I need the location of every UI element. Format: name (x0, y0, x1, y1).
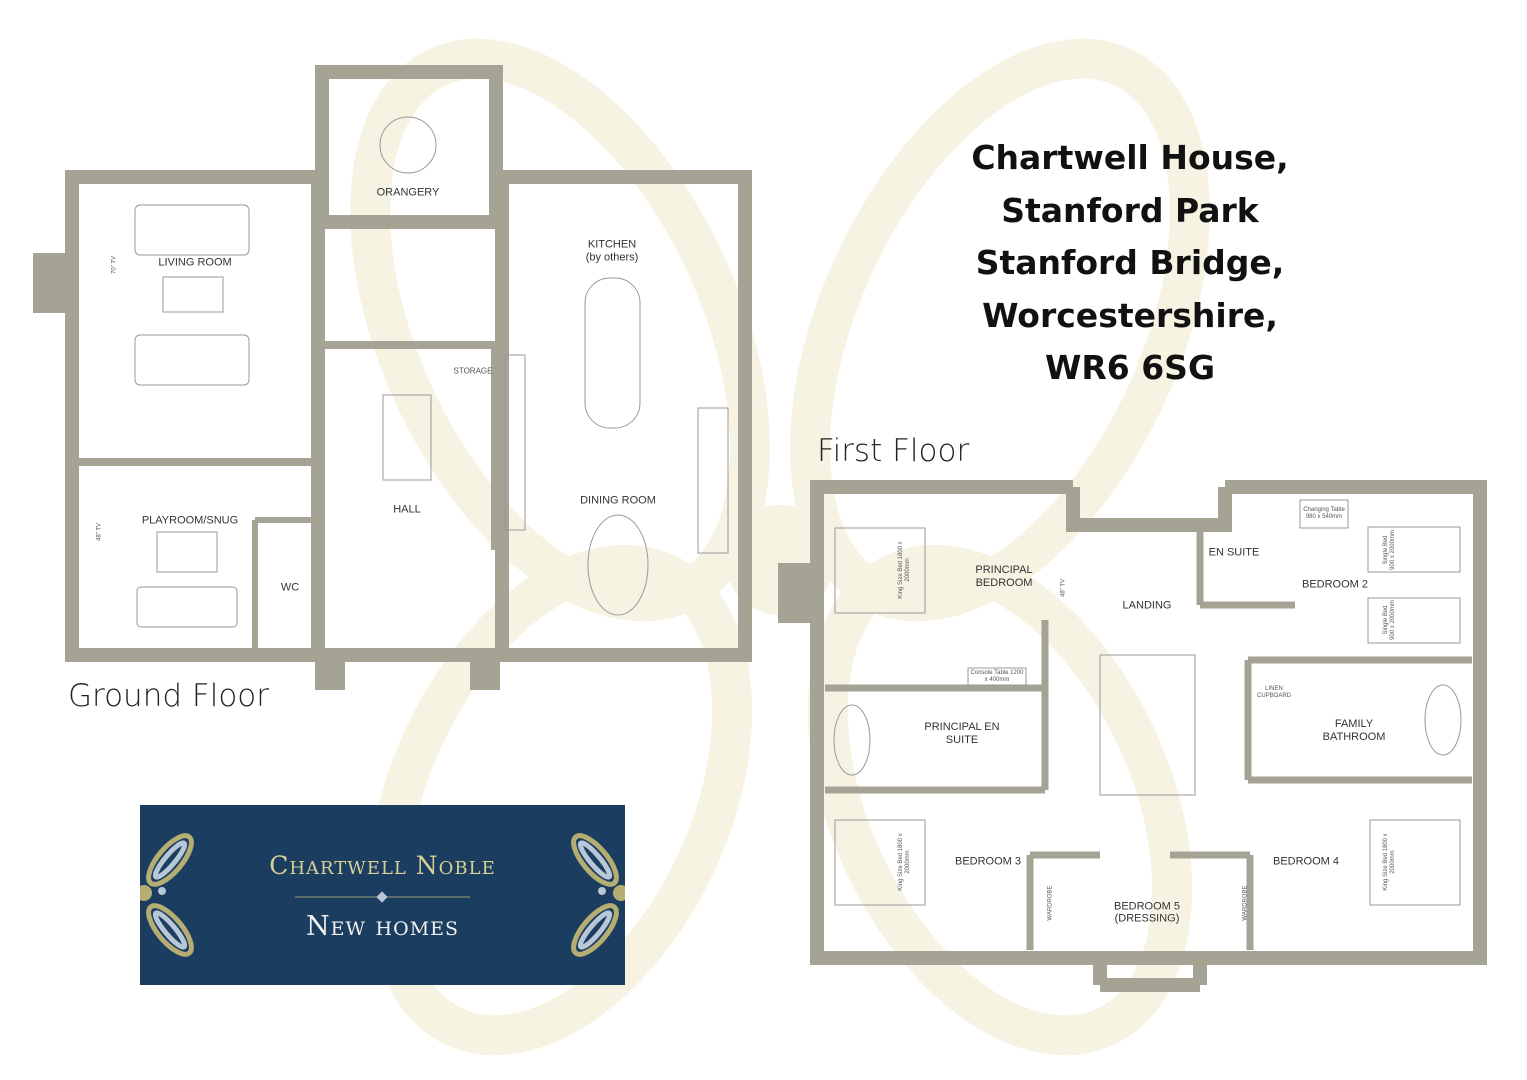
room-label-storage: STORAGE (453, 366, 493, 376)
logo-line-1: Chartwell Noble (269, 851, 496, 880)
kitchen-note: (by others) (585, 251, 639, 264)
ground-floor-furniture (134, 116, 729, 628)
king-bed-label: King Size Bed 1800 x 2000mm (898, 541, 911, 599)
tv-label: 48" TV (96, 522, 103, 542)
wardrobe-label: WARDROBE (1242, 885, 1249, 921)
chartwell-noble-logo: Chartwell Noble New homes (140, 805, 625, 985)
room-label-family-bathroom: FAMILY BATHROOM (1322, 718, 1386, 743)
room-label-bedroom-4: BEDROOM 4 (1272, 855, 1340, 868)
room-label-living-room: LIVING ROOM (158, 256, 232, 269)
king-bed-label: King Size Bed 1800 x 2000mm (1383, 833, 1396, 891)
tv-label: 48" TV (1060, 578, 1067, 598)
first-floor-title: First Floor (817, 433, 970, 469)
console-table-label: Console Table 1200 x 400mm (970, 670, 1024, 683)
room-label-en-suite: EN SUITE (1208, 546, 1260, 559)
address-line: WR6 6SG (1044, 348, 1216, 387)
room-label-principal-bedroom: PRINCIPAL BEDROOM (975, 564, 1033, 589)
room-label-landing: LANDING (1122, 599, 1172, 612)
room-label-hall: HALL (393, 503, 421, 516)
room-label-bedroom-3: BEDROOM 3 (954, 855, 1022, 868)
butterfly-wing-icon (140, 833, 625, 957)
address-line: Chartwell House, (971, 138, 1289, 177)
address-line: Worcestershire, (982, 295, 1278, 335)
room-label-bedroom-2: BEDROOM 2 (1301, 578, 1369, 591)
address-line: Stanford Park (1001, 190, 1259, 230)
single-bed-label: Single Bed 900 x 2000mm (1383, 600, 1396, 640)
logo-line-2: New homes (305, 911, 460, 942)
room-label-kitchen: KITCHEN (587, 238, 637, 251)
room-label-dining-room: DINING ROOM (580, 494, 656, 507)
changing-table-label: Changing Table 980 x 540mm (1303, 507, 1345, 520)
room-label-bedroom-5: BEDROOM 5 (1113, 900, 1181, 913)
first-floor-furniture (833, 499, 1462, 906)
bedroom-5-note: (DRESSING) (1114, 912, 1180, 925)
king-bed-label: King Size Bed 1800 x 2000mm (898, 833, 911, 891)
single-bed-label: Single Bed 900 x 2000mm (1383, 530, 1396, 570)
wardrobe-label: WARDROBE (1047, 885, 1054, 921)
room-label-playroom: PLAYROOM/SNUG (141, 514, 239, 527)
property-address: Chartwell House, Stanford Park Stanford … (930, 132, 1330, 395)
tv-label: 70" TV (111, 255, 118, 275)
room-label-wc: WC (280, 581, 300, 594)
room-label-linen-cupboard: LINEN CUPBOARD (1256, 686, 1291, 699)
ground-floor-title: Ground Floor (68, 678, 270, 714)
first-floor-walls (810, 480, 1487, 992)
address-line: Stanford Bridge, (975, 243, 1285, 282)
ground-floor-walls (65, 65, 752, 662)
room-label-orangery: ORANGERY (376, 186, 440, 199)
room-label-principal-en-suite: PRINCIPAL EN SUITE (924, 721, 1000, 746)
